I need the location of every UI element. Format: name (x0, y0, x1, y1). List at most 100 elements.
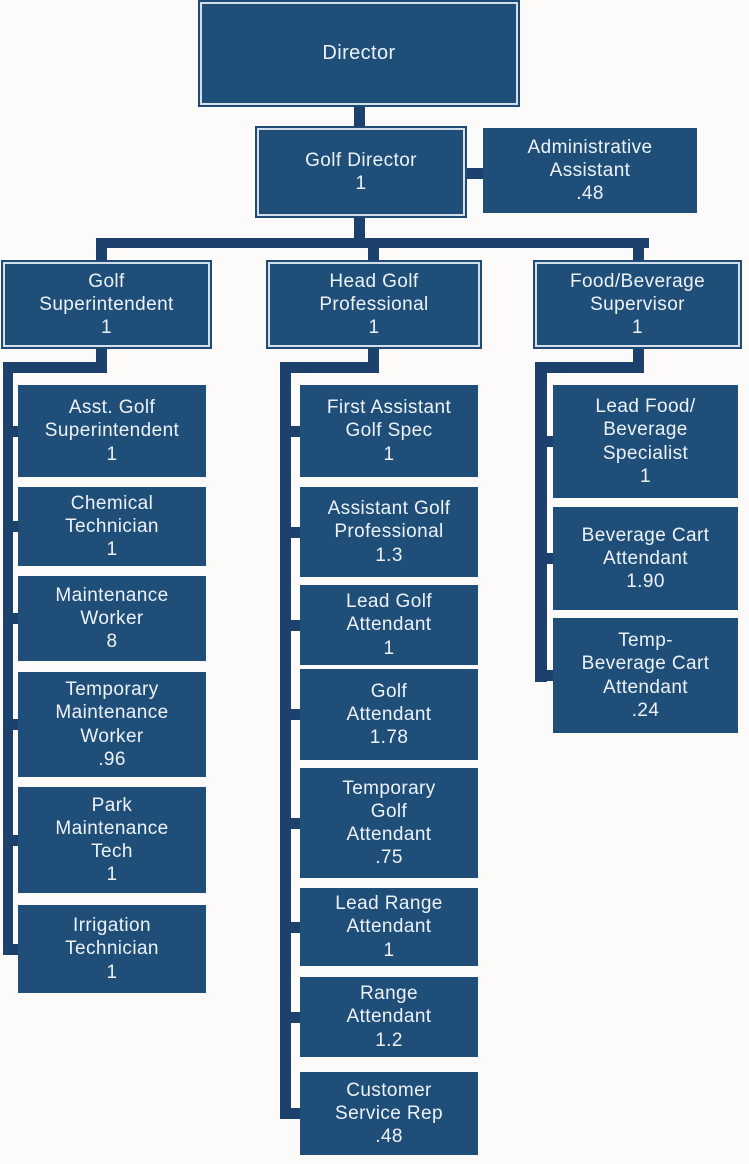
connector-food-beverage-drop (633, 345, 644, 367)
node-line: Golf (370, 800, 408, 822)
org-node-lead-food-beverage-specialist: Lead Food/ Beverage Specialist 1 (553, 385, 738, 498)
connector-stub-lead-range-attendant (291, 922, 302, 933)
org-node-temporary-maintenance-worker: Temporary Maintenance Worker .96 (18, 672, 206, 777)
node-line: Attendant (346, 614, 432, 636)
org-node-lead-range-attendant: Lead Range Attendant 1 (300, 888, 478, 966)
node-line: Range (360, 983, 418, 1005)
connector-stub-lead-golf-attendant (291, 620, 302, 631)
connector-middle-branch-elbow (280, 362, 379, 373)
node-line: 1 (101, 317, 112, 339)
org-node-irrigation-technician: Irrigation Technician 1 (18, 905, 206, 993)
connector-director-to-golf-director (354, 104, 365, 129)
node-line: 1 (368, 317, 380, 339)
node-line: Tech (91, 841, 133, 862)
node-line: Superintendent (44, 420, 180, 442)
connector-stub-golf-attendant (291, 709, 302, 720)
node-line: 1 (106, 443, 118, 465)
connector-stub-chemical-technician (13, 521, 21, 532)
node-line: Lead Golf (346, 591, 432, 613)
org-node-golf-superintendent: Golf Superintendent 1 (1, 260, 212, 349)
org-node-golf-director: Golf Director 1 (255, 126, 467, 218)
node-line: 1.3 (375, 544, 403, 566)
connector-stub-first-assistant (291, 426, 302, 437)
node-line: 1.90 (626, 571, 665, 593)
connector-stub-temp-beverage-cart-attendant (547, 670, 555, 681)
node-line: Asst. Golf (68, 397, 156, 419)
org-node-maintenance-worker: Maintenance Worker 8 (18, 576, 206, 661)
connector-stub-temporary-golf-attendant (291, 818, 302, 829)
connector-stub-customer-service-rep (291, 1108, 302, 1119)
node-line: 1 (632, 317, 643, 339)
org-node-administrative-assistant: Administrative Assistant .48 (483, 128, 697, 213)
org-node-customer-service-rep: Customer Service Rep .48 (300, 1072, 478, 1155)
node-line: Professional (334, 521, 444, 543)
connector-rail-to-food-beverage (633, 238, 644, 264)
org-node-lead-golf-attendant: Lead Golf Attendant 1 (300, 585, 478, 665)
node-line: .48 (375, 1126, 403, 1148)
node-line: Technician (65, 938, 159, 960)
node-line: 1.2 (375, 1029, 403, 1051)
org-node-food-beverage-supervisor: Food/Beverage Supervisor 1 (533, 260, 742, 349)
node-line: .96 (98, 748, 126, 770)
node-line: Head Golf (329, 270, 419, 292)
node-line: Golf Spec (345, 420, 433, 442)
connector-right-branch-rail (535, 362, 547, 682)
connector-rail-to-head-golf (368, 238, 379, 264)
node-line: Attendant (346, 703, 432, 725)
connector-stub-temporary-maintenance-worker (13, 719, 21, 730)
org-node-range-attendant: Range Attendant 1.2 (300, 977, 478, 1057)
node-line: Maintenance (55, 702, 169, 724)
node-line: 1 (640, 465, 651, 487)
node-line: Specialist (602, 442, 689, 464)
node-line: Customer (346, 1079, 432, 1101)
node-line: Administrative (527, 136, 653, 158)
org-node-park-maintenance-tech: Park Maintenance Tech 1 (18, 787, 206, 893)
connector-stub-beverage-cart-attendant (547, 553, 555, 564)
connector-rail-to-golf-superintendent (96, 238, 107, 264)
node-line: 8 (106, 631, 118, 653)
connector-middle-branch-rail (280, 362, 291, 1119)
connector-golf-director-to-rail (354, 215, 365, 248)
org-node-temporary-golf-attendant: Temporary Golf Attendant .75 (300, 768, 478, 878)
connector-stub-park-maintenance-tech (13, 835, 21, 846)
connector-stub-irrigation-technician (13, 944, 21, 955)
node-line: 1.78 (369, 727, 409, 749)
connector-golf-director-to-admin (463, 168, 485, 179)
connector-golf-superintendent-drop (96, 345, 107, 367)
node-line: 1 (383, 939, 395, 961)
node-line: Superintendent (39, 293, 174, 315)
node-line: 1 (106, 864, 118, 886)
node-line: Director (322, 42, 396, 65)
connector-head-golf-drop (368, 345, 379, 367)
node-line: Beverage Cart (581, 524, 710, 546)
node-line: Lead Food/ (595, 396, 696, 418)
node-line: Golf (370, 680, 408, 702)
node-line: 1 (106, 539, 118, 561)
node-line: Temp- (618, 630, 673, 652)
org-node-chemical-technician: Chemical Technician 1 (18, 487, 206, 566)
node-line: Temporary (342, 777, 436, 799)
node-line: First Assistant (326, 397, 452, 419)
node-line: Maintenance (55, 584, 169, 606)
node-line: Lead Range (335, 893, 443, 915)
org-node-asst-golf-superintendent: Asst. Golf Superintendent 1 (18, 385, 206, 477)
node-line: Park (91, 794, 133, 816)
node-line: Worker (80, 607, 144, 629)
node-line: Technician (65, 515, 159, 537)
node-line: Golf (88, 270, 125, 292)
node-line: Assistant Golf (327, 498, 451, 520)
org-node-first-assistant-golf-spec: First Assistant Golf Spec 1 (300, 385, 478, 477)
node-line: .48 (576, 183, 604, 205)
connector-stub-asst-golf-superintendent (13, 426, 21, 437)
org-node-temp-beverage-cart-attendant: Temp- Beverage Cart Attendant .24 (553, 618, 738, 733)
node-line: .75 (375, 847, 403, 869)
node-line: Supervisor (590, 293, 685, 315)
connector-left-branch-elbow (3, 362, 107, 373)
node-line: Maintenance (55, 817, 169, 839)
connector-right-branch-elbow (535, 362, 644, 373)
node-line: Food/Beverage (569, 270, 706, 292)
org-node-beverage-cart-attendant: Beverage Cart Attendant 1.90 (553, 507, 738, 610)
org-node-assistant-golf-professional: Assistant Golf Professional 1.3 (300, 487, 478, 577)
node-line: Attendant (346, 916, 432, 938)
